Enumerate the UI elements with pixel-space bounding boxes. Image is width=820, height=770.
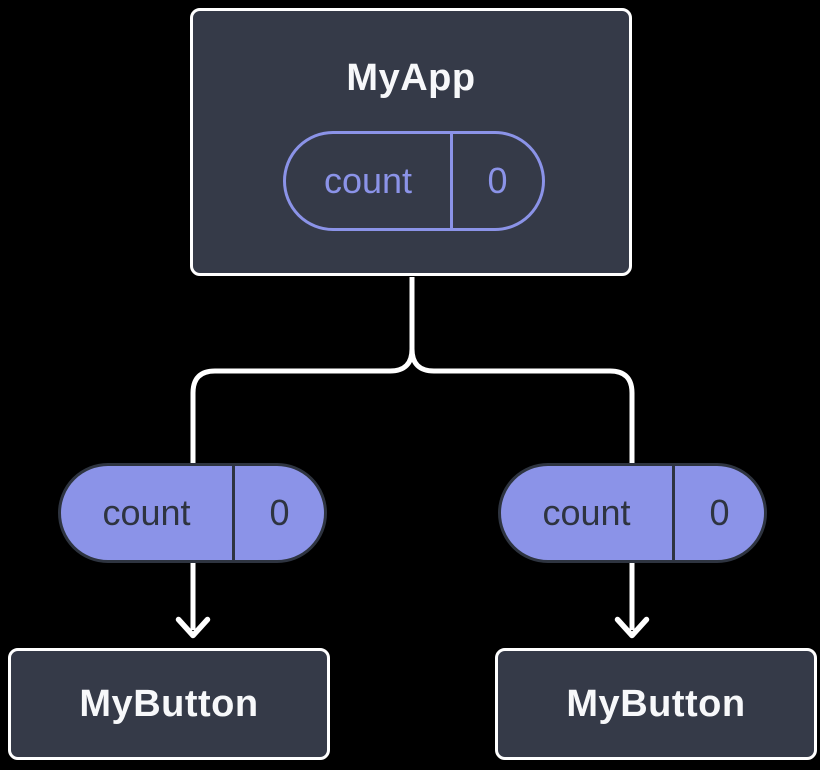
state-label: count: [102, 492, 191, 533]
child-state-pill-right: count 0: [498, 463, 767, 563]
state-label: count: [323, 160, 413, 201]
pill-divider: [232, 466, 235, 560]
state-label: count: [542, 492, 631, 533]
pill-divider: [450, 134, 453, 228]
fork-connector-right: [409, 277, 635, 464]
child-state-pill-left: count 0: [58, 463, 327, 563]
child-component-box-right: MyButton: [495, 648, 817, 760]
arrowhead-right-icon: [614, 616, 650, 639]
arrowhead-left-icon: [175, 616, 211, 639]
state-value: 0: [709, 492, 730, 533]
child-component-title: MyButton: [79, 682, 259, 725]
parent-state-pill: count 0: [283, 131, 545, 231]
arrow-left: [175, 561, 211, 639]
pill-divider: [672, 466, 675, 560]
parent-component-box: MyApp: [190, 8, 632, 276]
child-component-title: MyButton: [566, 682, 746, 725]
parent-component-title: MyApp: [346, 57, 476, 99]
state-value: 0: [487, 160, 508, 201]
child-component-box-left: MyButton: [8, 648, 330, 760]
state-value: 0: [269, 492, 290, 533]
fork-connector-left: [190, 277, 415, 464]
arrow-right: [614, 561, 650, 639]
